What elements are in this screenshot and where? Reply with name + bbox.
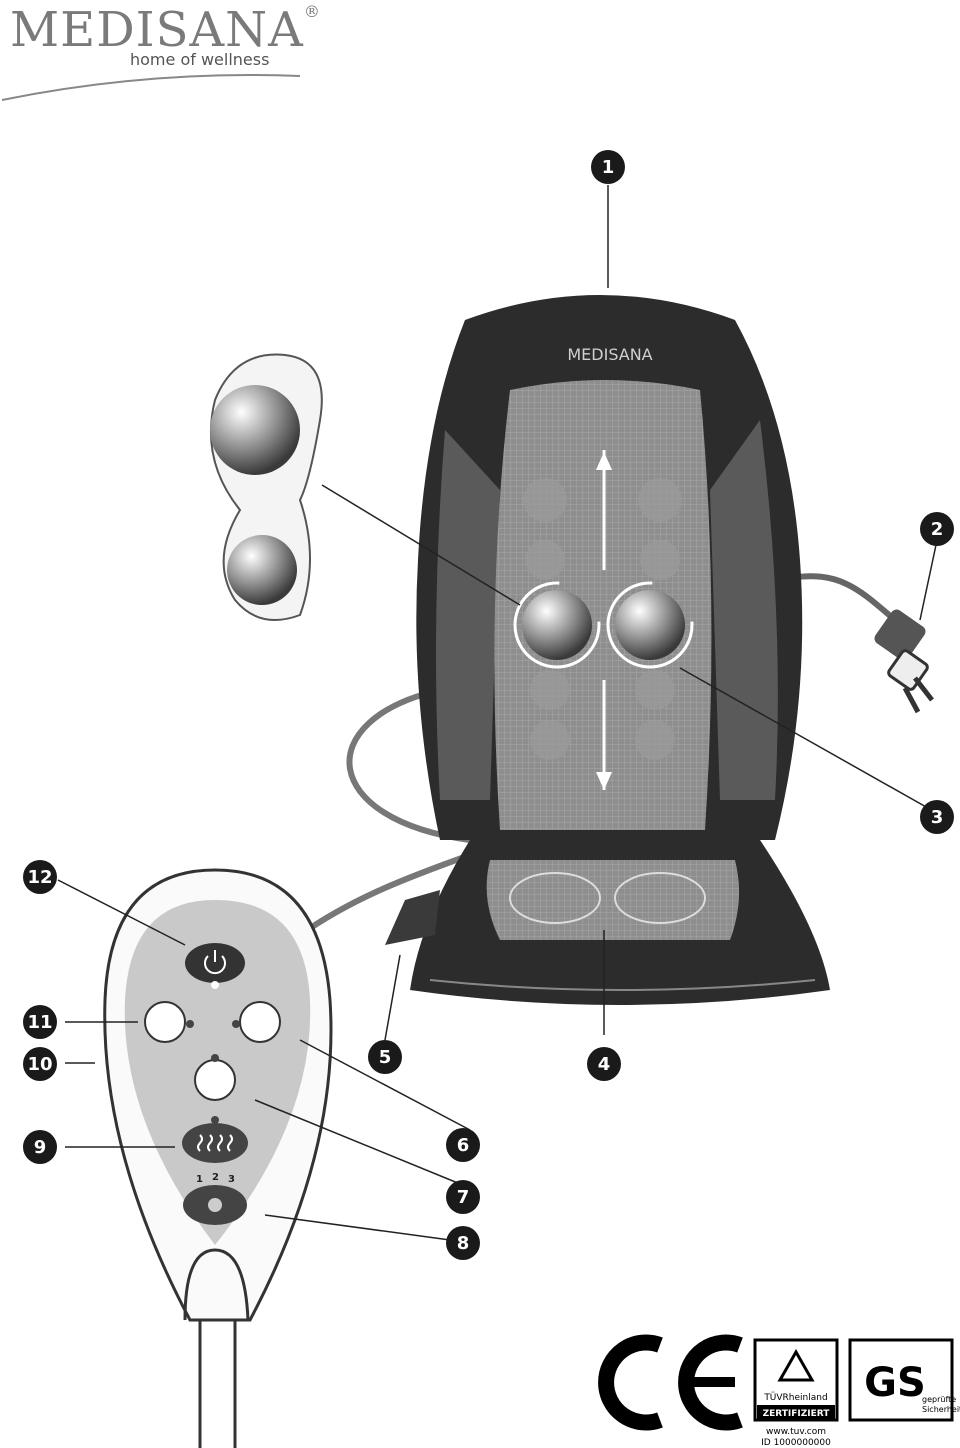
tuv-id: ID 1000000000 xyxy=(761,1438,831,1448)
massage-head-detail xyxy=(209,353,323,621)
tuv-status: ZERTIFIZIERT xyxy=(763,1409,831,1419)
callout-6: 6 xyxy=(446,1128,480,1162)
gs-text-2: Sicherheit xyxy=(922,1405,960,1414)
callout-4: 4 xyxy=(587,1047,621,1081)
callout-10: 10 xyxy=(23,1047,57,1081)
gs-mark: GS xyxy=(864,1360,926,1406)
tuv-badge xyxy=(753,1338,839,1422)
ce-mark xyxy=(598,1334,743,1431)
power-plug xyxy=(874,609,934,714)
remote-cable xyxy=(298,852,472,938)
seat-logo: MEDISANA xyxy=(567,345,652,364)
intensity-label-2: 2 xyxy=(212,1172,219,1183)
intensity-label-1: 1 xyxy=(196,1174,203,1185)
callout-1: 1 xyxy=(591,150,625,184)
callout-5: 5 xyxy=(368,1040,402,1074)
callout-3: 3 xyxy=(920,800,954,834)
gs-badge xyxy=(848,1338,954,1422)
power-cable xyxy=(789,573,897,623)
brand-registered: ® xyxy=(303,2,321,21)
ce-mark-text: CE xyxy=(705,1399,707,1401)
callout-12: 12 xyxy=(23,860,57,894)
intensity-label-3: 3 xyxy=(228,1174,235,1185)
leader-lines xyxy=(57,185,937,1241)
tuv-name: TÜVRheinland xyxy=(763,1392,827,1403)
brand-swoosh xyxy=(1,74,300,101)
brand-logo: MEDISANA® xyxy=(10,2,321,58)
callout-9: 9 xyxy=(23,1130,57,1164)
callout-11: 11 xyxy=(23,1005,57,1039)
callout-7: 7 xyxy=(446,1180,480,1214)
remote-control: 1 2 3 xyxy=(103,868,333,1448)
callout-8: 8 xyxy=(446,1226,480,1260)
seat-backrest xyxy=(416,295,803,840)
seat-cushion xyxy=(410,840,830,1005)
side-pocket xyxy=(385,890,440,945)
brand-name: MEDISANA xyxy=(10,2,304,58)
gs-text-1: geprüfte xyxy=(922,1395,956,1404)
seat-cable-loop xyxy=(346,687,471,843)
tuv-website: www.tuv.com xyxy=(766,1427,826,1437)
brand-tagline: home of wellness xyxy=(130,50,270,69)
callout-2: 2 xyxy=(920,512,954,546)
